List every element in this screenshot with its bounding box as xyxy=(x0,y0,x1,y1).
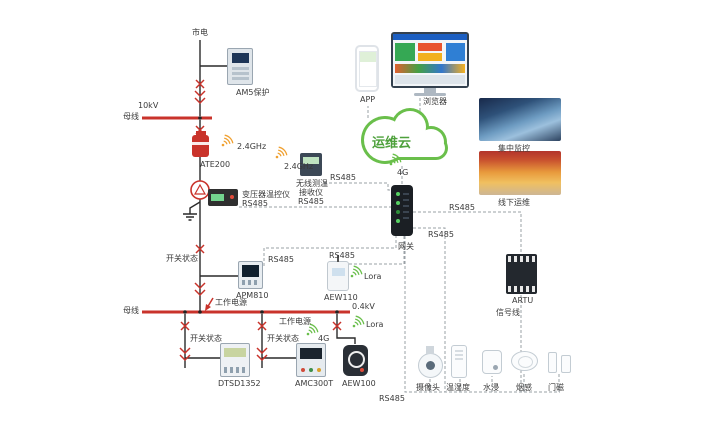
signal-line-label: 信号线 xyxy=(496,308,520,317)
work-power-label-2: 工作电源 xyxy=(279,317,311,326)
transformer-temp-controller-device xyxy=(208,189,238,206)
cloud-label: 运维云 xyxy=(372,136,412,151)
4g-bottom-label: 4G xyxy=(318,334,330,343)
switch-state-label-2: 开关状态 xyxy=(190,334,222,343)
voltage-04kv-label: 0.4kV xyxy=(352,302,375,311)
rs485-receiver-line-label: RS485 xyxy=(330,173,356,182)
transformer-symbol xyxy=(190,180,210,200)
artu-device xyxy=(506,254,537,294)
ate200-sensor xyxy=(192,131,209,157)
rs485-bottom-label: RS485 xyxy=(379,394,405,403)
wifi-icon-aew100-lora xyxy=(352,315,365,328)
work-power-arrowhead xyxy=(205,304,211,311)
switch-state-label-1: 开关状态 xyxy=(166,254,198,263)
protection-relay-label: AM5保护 xyxy=(236,88,270,97)
central-monitoring-photo xyxy=(479,98,561,141)
receiver-label-line2: 接收仪 xyxy=(299,188,323,197)
switch-state-label-3: 开关状态 xyxy=(267,334,299,343)
rs485-apm-label: RS485 xyxy=(268,255,294,264)
cloud-shape xyxy=(361,108,448,164)
aew110-device xyxy=(327,255,349,291)
water-label: 水浸 xyxy=(483,383,499,392)
app-phone xyxy=(355,45,379,92)
aew100-label: AEW100 xyxy=(342,379,376,388)
smoke-detector xyxy=(511,351,538,371)
apm810-meter-device xyxy=(238,261,263,289)
aew100-device xyxy=(343,345,368,376)
busbar-bottom-label: 母线 xyxy=(123,306,139,315)
wireless-temp-receiver-device xyxy=(300,153,322,176)
wifi-icon-amc300t-4g xyxy=(306,323,319,336)
wifi-icon-aew110-lora xyxy=(350,265,363,278)
temp-humidity-label: 温湿度 xyxy=(446,383,470,392)
mains-supply-label: 市电 xyxy=(192,28,208,37)
ate200-label: ATE200 xyxy=(200,160,231,169)
monitor-screen xyxy=(393,34,467,86)
browser-monitor xyxy=(391,32,469,88)
central-monitoring-label: 集中监控 xyxy=(498,144,530,153)
temp-humidity-sensor xyxy=(451,345,467,378)
camera-device xyxy=(416,346,444,378)
signal-lines xyxy=(239,98,560,393)
amc300t-label: AMC300T xyxy=(295,379,334,388)
artu-label: ARTU xyxy=(512,296,534,305)
protection-relay-device xyxy=(227,48,253,85)
rs485-line-b-label: RS485 xyxy=(428,230,454,239)
gateway-label: 网关 xyxy=(398,242,414,251)
apm810-label: APM810 xyxy=(236,291,269,300)
camera-bracket xyxy=(426,346,434,354)
monitor-base xyxy=(414,93,446,96)
offline-ops-photo xyxy=(479,151,561,195)
app-label: APP xyxy=(360,95,376,104)
water-leak-sensor xyxy=(482,350,502,374)
offline-ops-label: 线下运维 xyxy=(498,198,530,207)
receiver-label-line1: 无线测温 xyxy=(296,179,328,188)
door-magnet-sensor xyxy=(548,352,571,373)
camera-label: 摄像头 xyxy=(416,383,440,392)
receiver-label-line3: RS485 xyxy=(298,197,324,206)
amc300t-meter-device xyxy=(296,343,326,377)
junction-dots xyxy=(183,116,339,314)
transformer-controller-rs485-label: RS485 xyxy=(242,199,268,208)
rs485-aew110-label: RS485 xyxy=(329,251,355,260)
monitor-stand xyxy=(424,88,436,93)
wifi-icon-gateway-4g xyxy=(389,153,402,166)
voltage-10kv-label: 10kV xyxy=(138,101,159,110)
lora-label-b: Lora xyxy=(366,320,384,329)
transformer-controller-label: 变压器温控仪 xyxy=(242,190,290,199)
lora-label-a: Lora xyxy=(364,272,382,281)
dtsd1352-label: DTSD1352 xyxy=(218,379,261,388)
smoke-label: 烟感 xyxy=(516,383,532,392)
work-power-label-1: 工作电源 xyxy=(215,298,247,307)
door-label: 门磁 xyxy=(548,383,564,392)
rs485-line-a-label: RS485 xyxy=(449,203,475,212)
breaker-symbols xyxy=(179,79,342,362)
wifi-icon-ate200 xyxy=(221,134,234,147)
browser-label: 浏览器 xyxy=(423,97,447,106)
4g-gateway-label: 4G xyxy=(397,168,409,177)
freq-2g4-label-b: 2.4GHz xyxy=(284,162,314,171)
freq-2g4-label-a: 2.4GHz xyxy=(237,142,267,151)
gateway-device xyxy=(391,185,413,236)
wifi-icon-receiver xyxy=(275,146,288,159)
dtsd1352-meter-device xyxy=(220,343,250,377)
aew110-label: AEW110 xyxy=(324,293,358,302)
busbar-top-label: 母线 xyxy=(123,112,139,121)
